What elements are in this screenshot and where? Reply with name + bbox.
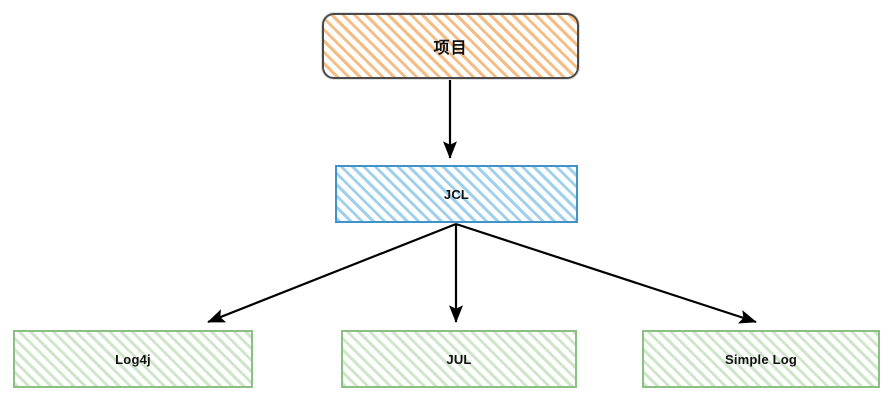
node-jul-label: JUL	[446, 351, 472, 367]
edge-jcl-log4j	[207, 222, 457, 324]
node-project[interactable]: 项目	[322, 13, 579, 79]
node-log4j[interactable]: Log4j	[13, 330, 253, 388]
node-simplelog-label: Simple Log	[724, 351, 798, 367]
node-jcl-label: JCL	[443, 186, 470, 202]
node-project-label: 项目	[433, 40, 468, 57]
node-jcl[interactable]: JCL	[335, 165, 578, 223]
node-simplelog[interactable]: Simple Log	[642, 330, 880, 388]
node-log4j-label: Log4j	[115, 351, 151, 367]
edge-jcl-simplelog	[455, 222, 757, 324]
node-jul[interactable]: JUL	[341, 330, 577, 388]
